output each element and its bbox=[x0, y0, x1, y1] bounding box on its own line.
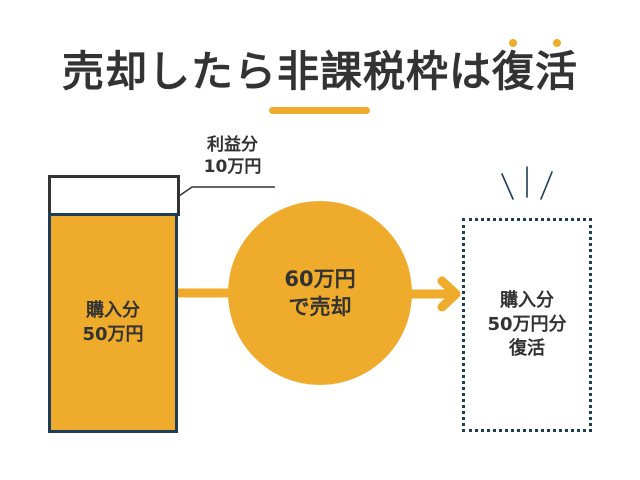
restored-line1: 購入分 bbox=[500, 290, 554, 311]
purchase-line2: 50万円 bbox=[82, 324, 144, 345]
arrow-head-icon bbox=[437, 276, 461, 312]
sale-line2: で売却 bbox=[288, 295, 352, 319]
emphasis-dot-icon bbox=[509, 39, 517, 47]
title-underline bbox=[269, 107, 370, 114]
restored-box: 購入分 50万円分 復活 bbox=[462, 218, 592, 432]
profit-leader-line bbox=[178, 186, 275, 197]
profit-label-line1: 利益分 bbox=[207, 135, 258, 155]
sale-line1: 60万円 bbox=[284, 267, 356, 291]
profit-box bbox=[48, 175, 180, 216]
purchase-line1: 購入分 bbox=[86, 300, 140, 321]
profit-label: 利益分 10万円 bbox=[190, 134, 275, 178]
emphasis-dot-icon bbox=[553, 39, 561, 47]
restored-line3: 復活 bbox=[509, 338, 545, 359]
sparkle-icon bbox=[501, 166, 553, 200]
page-title: 売却したら非課税枠は復活 bbox=[61, 47, 578, 96]
purchase-box: 購入分 50万円 bbox=[48, 213, 178, 433]
profit-label-line2: 10万円 bbox=[203, 157, 262, 177]
sale-circle: 60万円 で売却 bbox=[228, 201, 412, 385]
restored-line2: 50万円分 bbox=[487, 314, 567, 335]
